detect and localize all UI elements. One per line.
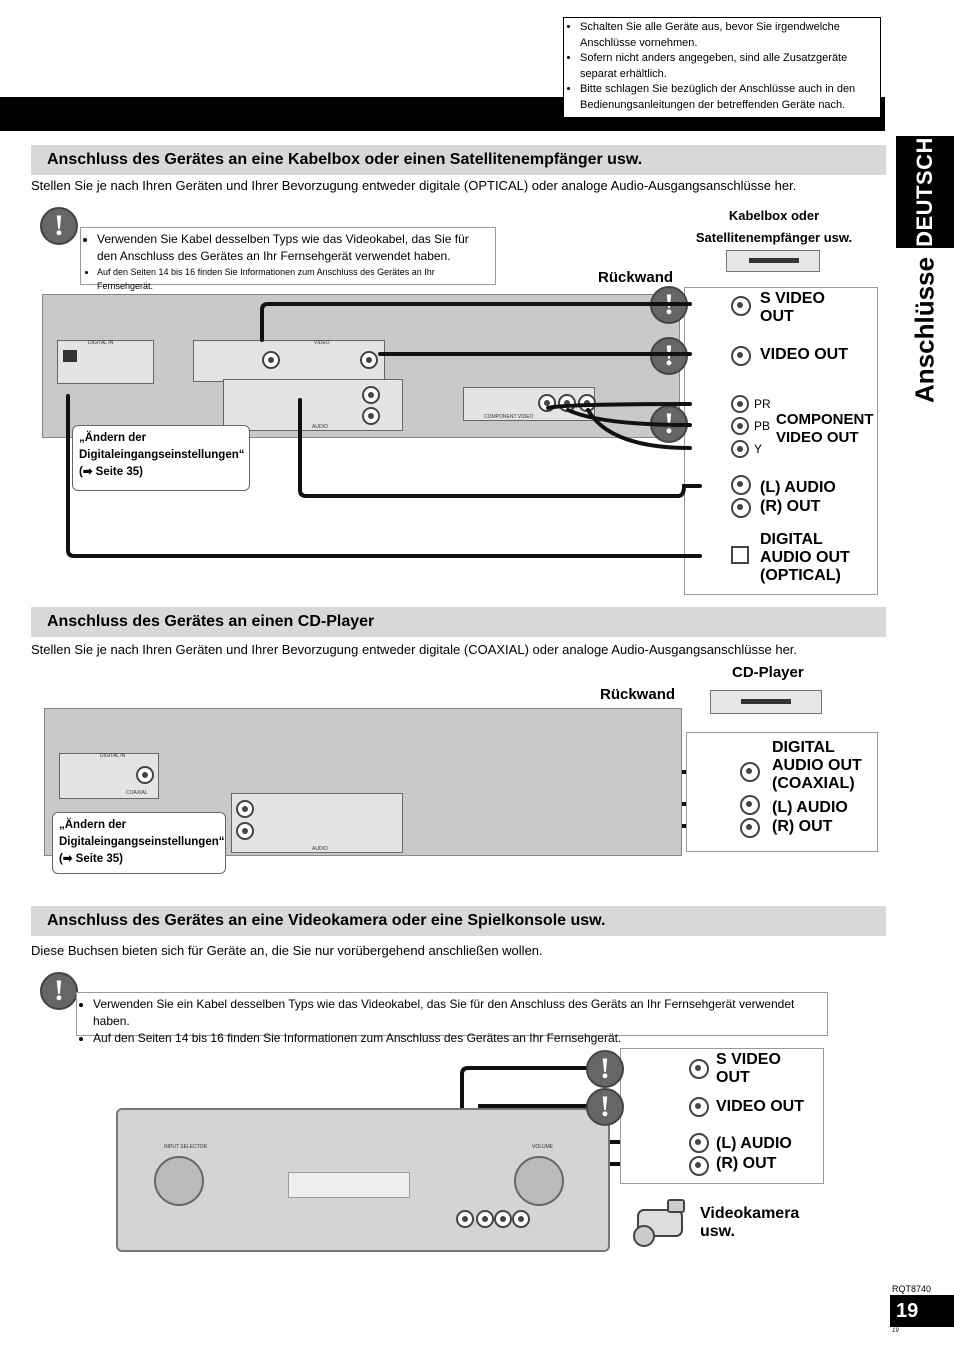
- warning-box: Verwenden Sie ein Kabel desselben Typs w…: [76, 992, 828, 1036]
- audio-r-label: (R) OUT: [716, 1155, 776, 1173]
- y-cable: [588, 410, 690, 448]
- camcorder-icon: [628, 1196, 690, 1252]
- svideo-out-jack: [689, 1059, 709, 1079]
- section-heading: Anschluss des Gerätes an eine Videokamer…: [31, 906, 886, 936]
- svideo-out-label: S VIDEO OUT: [716, 1051, 796, 1087]
- small-page-number: 19: [892, 1328, 899, 1334]
- device-label: CD-Player: [732, 664, 804, 681]
- audio-l-jack[interactable]: [236, 800, 254, 818]
- coaxial-out-jack: [740, 762, 760, 782]
- display-window: [288, 1172, 410, 1198]
- audio-l-label: (L) AUDIO: [772, 799, 848, 817]
- front-video-jack[interactable]: [476, 1210, 494, 1228]
- video-out-label: VIDEO OUT: [716, 1098, 804, 1116]
- section-intro: Stellen Sie je nach Ihren Geräten und Ih…: [31, 642, 797, 657]
- audio-block: AUDIO: [231, 793, 403, 853]
- volume-knob[interactable]: [514, 1156, 564, 1206]
- input-selector-knob[interactable]: [154, 1156, 204, 1206]
- audio-r-label: (R) OUT: [772, 818, 832, 836]
- section-intro: Diese Buchsen bieten sich für Geräte an,…: [31, 943, 543, 958]
- section-heading: Anschluss des Gerätes an einen CD-Player: [31, 607, 886, 637]
- coaxial-jack[interactable]: [136, 766, 154, 784]
- audio-r-jack[interactable]: [236, 822, 254, 840]
- front-audio-r-jack[interactable]: [512, 1210, 530, 1228]
- disc-tray-icon: [741, 699, 791, 704]
- warning-icon: !: [586, 1050, 624, 1088]
- audio-l-out-jack: [689, 1133, 709, 1153]
- digital-settings-callout: „Ändern der Digitaleingangseinstellungen…: [52, 812, 226, 874]
- cd-player-icon: [710, 690, 822, 714]
- audio-l-out-jack: [740, 795, 760, 815]
- video-out-jack: [689, 1097, 709, 1117]
- page-number: 19: [890, 1295, 954, 1327]
- rear-label: Rückwand: [600, 686, 675, 703]
- device-label: Videokamera usw.: [700, 1205, 810, 1241]
- svideo-cable: [262, 304, 690, 340]
- front-audio-l-jack[interactable]: [494, 1210, 512, 1228]
- document-code: RQT8740: [892, 1284, 931, 1294]
- pb-cable: [568, 410, 690, 425]
- warning-icon: !: [40, 972, 78, 1010]
- warning-item: Verwenden Sie ein Kabel desselben Typs w…: [93, 996, 821, 1030]
- audio-r-out-jack: [689, 1156, 709, 1176]
- digital-in-block: DIGITAL IN COAXIAL: [59, 753, 159, 799]
- digital-out-label: DIGITAL AUDIO OUT (COAXIAL): [772, 739, 872, 793]
- warning-item: Auf den Seiten 14 bis 16 finden Sie Info…: [93, 1030, 821, 1047]
- audio-cable: [300, 400, 700, 496]
- audio-r-out-jack: [740, 818, 760, 838]
- audio-l-label: (L) AUDIO: [716, 1135, 792, 1153]
- pr-cable: [548, 404, 690, 408]
- front-svideo-jack[interactable]: [456, 1210, 474, 1228]
- receiver-front-panel: INPUT SELECTOR VOLUME: [116, 1108, 610, 1252]
- warning-icon: !: [586, 1088, 624, 1126]
